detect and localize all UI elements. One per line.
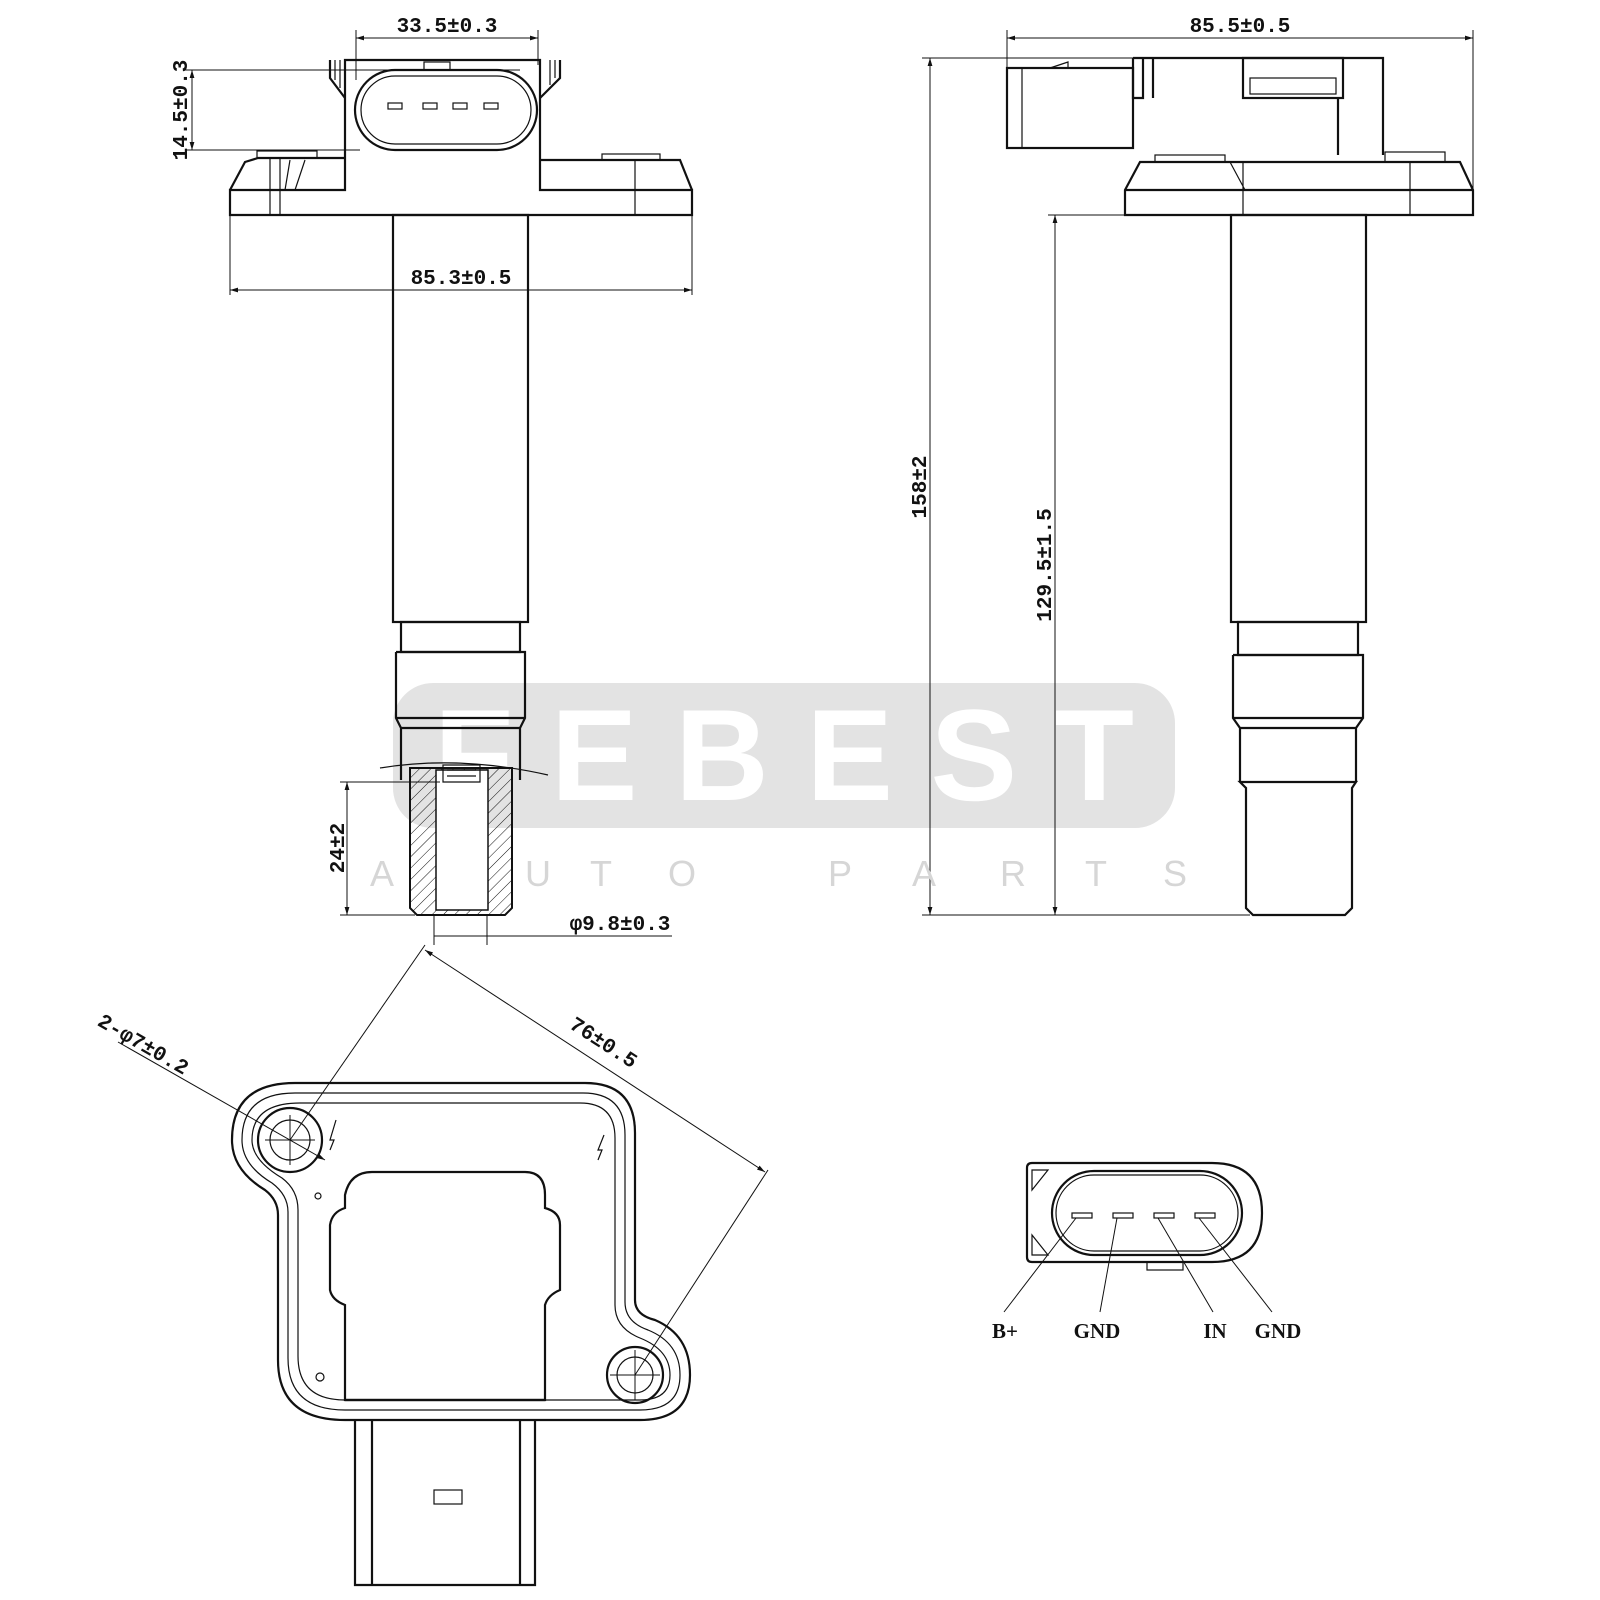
dim-tube-length: 129.5±1.5 <box>1035 508 1058 621</box>
side-view: 85.5±0.5 158±2 129.5±1.5 <box>910 16 1475 917</box>
front-view: 33.5±0.3 14.5±0.3 85.3±0.5 24±2 φ9.8±0.3 <box>171 16 694 945</box>
dim-holes: 2-φ7±0.2 <box>93 1011 192 1081</box>
dim-connector-height: 14.5±0.3 <box>171 60 194 161</box>
dim-connector-width: 33.5±0.3 <box>397 16 498 39</box>
tagline-letter: U <box>525 853 551 894</box>
pin-label: GND <box>1074 1319 1121 1343</box>
pin-leader <box>1198 1217 1273 1313</box>
tagline-letter: P <box>828 853 852 894</box>
dim-total-width: 85.5±0.5 <box>1190 16 1291 39</box>
tagline-letter: A <box>912 853 936 894</box>
dim-total-length: 158±2 <box>910 455 933 518</box>
pin-label: GND <box>1255 1319 1302 1343</box>
dim-boot-length: 24±2 <box>328 823 351 873</box>
tagline-letter: T <box>1085 853 1107 894</box>
pin-0 <box>1071 1212 1093 1219</box>
pin-3 <box>1194 1212 1216 1219</box>
tagline-letter: O <box>668 853 696 894</box>
pin-1 <box>1112 1212 1134 1219</box>
pin-2 <box>1153 1212 1175 1219</box>
front-pins <box>387 102 499 110</box>
pin-leader <box>1157 1217 1214 1313</box>
tagline-letter: T <box>590 853 612 894</box>
dim-flange-width: 85.3±0.5 <box>411 268 512 291</box>
watermark: FEBEST <box>393 682 1175 828</box>
bottom-view: 2-φ7±0.2 76±0.5 <box>93 944 769 1587</box>
pin-label: B+ <box>992 1319 1018 1343</box>
dim-boot-diameter: φ9.8±0.3 <box>570 914 671 937</box>
connector-pinout: B+ GND IN GND <box>992 1161 1302 1343</box>
watermark-box <box>393 683 1175 828</box>
tagline-letter: A <box>370 853 394 894</box>
pin-leader <box>1099 1217 1118 1313</box>
pin-label: IN <box>1203 1319 1226 1343</box>
pin-leader <box>1003 1217 1077 1313</box>
pin-list: B+ GND IN GND <box>992 1212 1302 1343</box>
tagline-letter: S <box>1163 853 1187 894</box>
tagline-letter: R <box>1000 853 1026 894</box>
